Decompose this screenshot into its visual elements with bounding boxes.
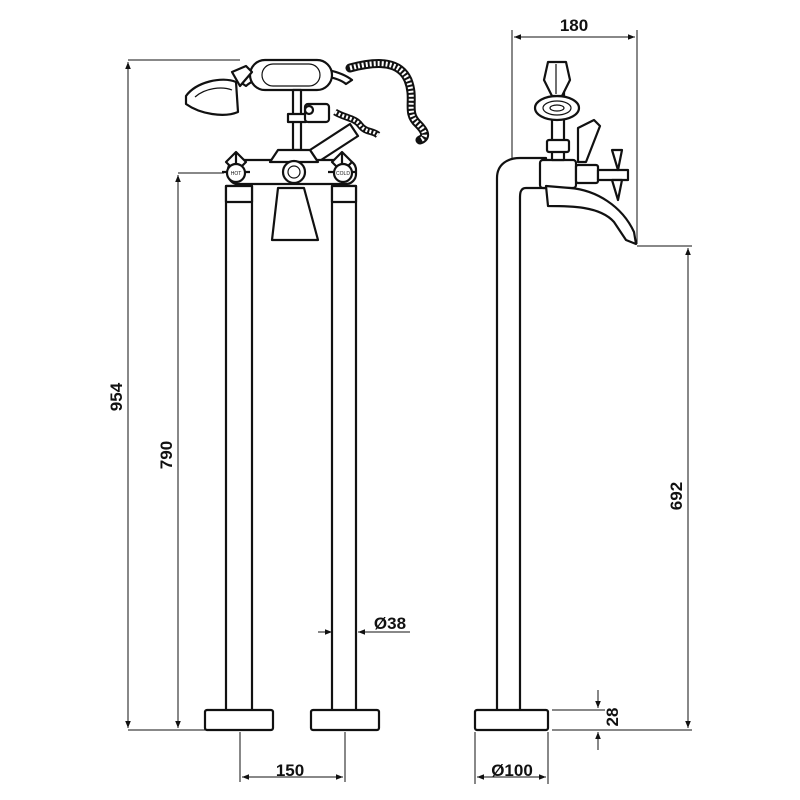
shower-hose <box>345 59 430 145</box>
dim-riser-height: 790 <box>157 441 176 469</box>
side-shower-head <box>533 94 581 122</box>
side-base <box>473 708 550 732</box>
dim-pipe-spacing: 150 <box>276 761 304 780</box>
diverter-knob <box>281 159 307 185</box>
left-riser <box>224 184 254 714</box>
cold-label: COLD <box>336 171 350 177</box>
right-riser <box>330 184 358 714</box>
side-view <box>473 60 638 732</box>
dim-base-diameter: Ø100 <box>491 761 533 780</box>
hot-handle: HOT <box>222 150 250 190</box>
dimension-lines <box>125 30 692 784</box>
cold-handle: COLD <box>328 150 356 190</box>
dim-depth: 180 <box>560 16 588 35</box>
dim-base-height: 28 <box>603 708 622 727</box>
front-view: HOT COLD <box>184 58 430 732</box>
diverter-lever <box>576 118 602 164</box>
shower-head <box>230 64 254 88</box>
hot-label: HOT <box>231 171 242 177</box>
dim-pipe-diameter: Ø38 <box>374 614 406 633</box>
right-base <box>309 708 381 732</box>
dim-overall-height: 954 <box>107 382 126 411</box>
dim-spout-height: 692 <box>667 482 686 510</box>
left-base <box>203 708 275 732</box>
side-riser <box>495 156 548 714</box>
front-spout <box>270 186 320 242</box>
side-handle <box>610 148 624 202</box>
side-spout <box>544 184 638 246</box>
